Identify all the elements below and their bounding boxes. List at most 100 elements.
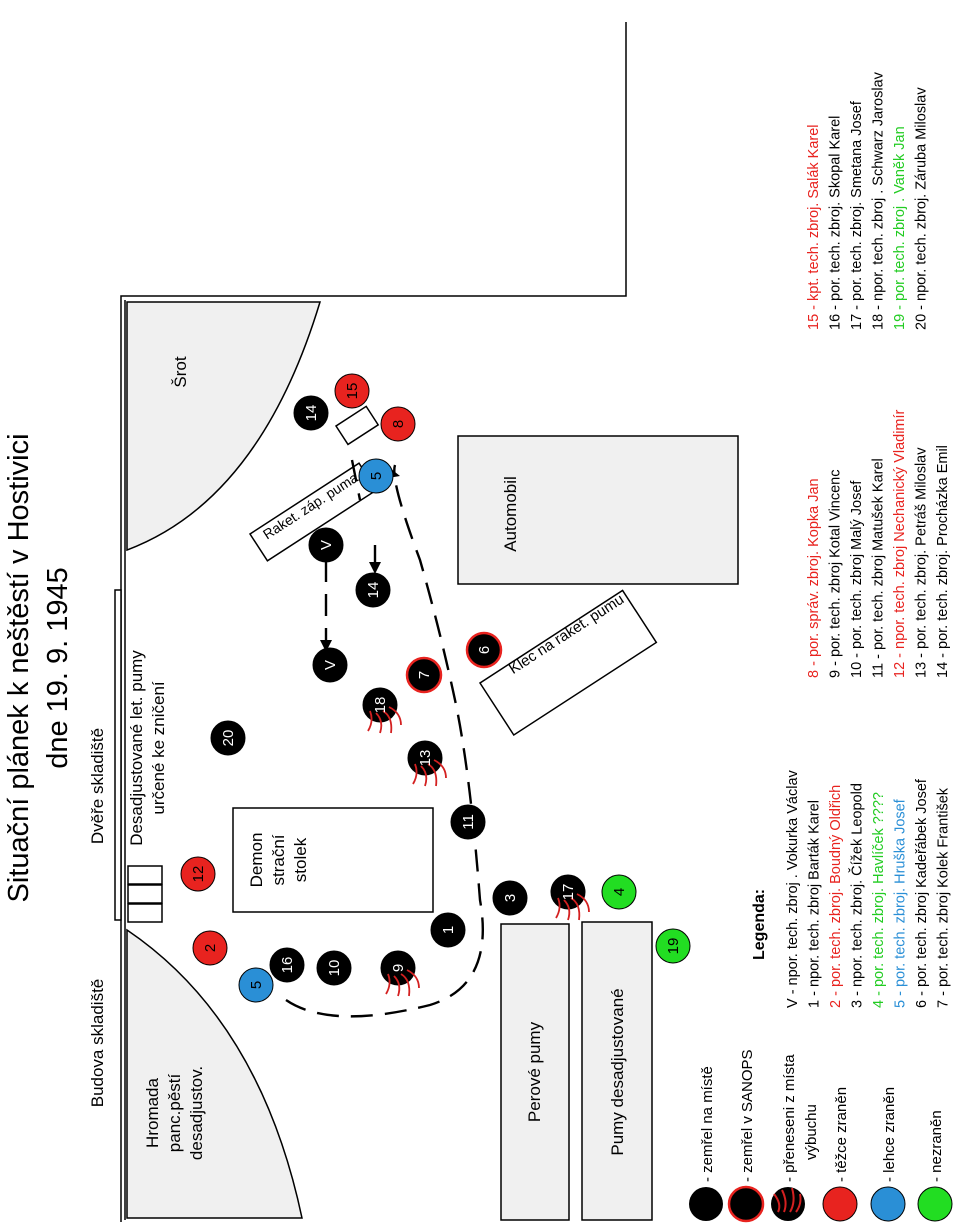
person-marker-8: 8 bbox=[380, 406, 416, 442]
label-pumy-des: Pumy desadjustované bbox=[608, 988, 627, 1155]
person-entry: 8 - por. správ. zbroj. Kopka Jan bbox=[806, 478, 822, 678]
marker-label: 5 bbox=[368, 472, 385, 480]
person-marker-Va: V bbox=[308, 527, 344, 563]
marker-label: 12 bbox=[190, 866, 207, 883]
person-list-3: 15 - kpt. tech. zbroj. Salák Karel 16 - p… bbox=[806, 71, 930, 330]
marker-dot bbox=[358, 458, 394, 494]
marker-dot bbox=[450, 804, 486, 840]
marker-dot bbox=[210, 720, 246, 756]
flame-icon bbox=[412, 759, 447, 787]
person-marker-7: 7 bbox=[405, 656, 443, 694]
key-symbol-carried bbox=[771, 1187, 805, 1221]
marker-label: 3 bbox=[502, 894, 519, 902]
label-desadj-1: Desadjustované let. pumy bbox=[127, 650, 146, 846]
walk-route bbox=[285, 464, 484, 1018]
person-marker-5a: 5 bbox=[238, 967, 274, 1003]
marker-label: V bbox=[322, 660, 339, 670]
marker-label: 2 bbox=[202, 944, 219, 952]
key-symbol-carried-dot bbox=[771, 1187, 805, 1221]
marker-label: 4 bbox=[611, 888, 628, 896]
person-list-2: 8 - por. správ. zbroj. Kopka Jan 9 - por.… bbox=[806, 409, 951, 678]
key-item-carried-2: výbuchu bbox=[803, 1104, 820, 1160]
person-entry: 18 - npor. tech. zbroj . Schwarz Jarosla… bbox=[871, 71, 887, 330]
key-item-dead: - zemřel na místě bbox=[699, 1066, 716, 1182]
person-entry: V - npor. tech. zbroj . Vokurka Václav bbox=[785, 769, 801, 1008]
key-symbol-light bbox=[870, 1186, 906, 1222]
marker-label: 16 bbox=[279, 957, 296, 974]
person-entry: 4 - por. tech. zbroj. Havlíček ???? bbox=[871, 792, 887, 1008]
marker-dot bbox=[316, 950, 352, 986]
label-demon-1: Demon bbox=[247, 833, 266, 888]
person-marker-19: 19 bbox=[655, 928, 691, 964]
door-frame bbox=[114, 589, 122, 921]
person-marker-1: 1 bbox=[430, 912, 466, 948]
key-symbol-hospital bbox=[727, 1185, 765, 1223]
rocket-bomb-tip bbox=[334, 405, 380, 446]
person-marker-15: 15 bbox=[334, 373, 370, 409]
person-entry: 11 - por. tech. zbroj Matušek Karel bbox=[871, 458, 887, 678]
marker-label: 9 bbox=[390, 964, 407, 972]
marker-label: 7 bbox=[416, 671, 433, 679]
key-symbol-unhurt bbox=[917, 1186, 953, 1222]
label-demon-3: stolek bbox=[291, 837, 310, 882]
marker-dot bbox=[355, 572, 391, 608]
person-entry: 19 - por. tech. zbroj . Vaněk Jan bbox=[892, 126, 908, 330]
marker-dot bbox=[405, 656, 443, 694]
person-marker-2: 2 bbox=[192, 930, 228, 966]
label-automobil: Automobil bbox=[501, 476, 520, 552]
person-entry: 16 - por. tech. zbroj. Skopal Karel bbox=[828, 116, 844, 330]
person-marker-17: 17 bbox=[550, 874, 590, 921]
person-entry: 6 - por. tech. zbroj Kadeřábek Josef bbox=[914, 778, 930, 1008]
marker-dot bbox=[430, 912, 466, 948]
person-marker-10: 10 bbox=[316, 950, 352, 986]
person-entry: 1 - npor. tech. zbroj Barták Karel bbox=[807, 800, 823, 1008]
label-hromada-2: panc.pěstí bbox=[165, 1074, 184, 1153]
pen-bombs-box bbox=[500, 923, 570, 1221]
marker-dot bbox=[180, 856, 216, 892]
person-marker-14a: 14 bbox=[293, 395, 329, 431]
marker-dot bbox=[601, 874, 637, 910]
person-entry: 7 - por. tech. zbroj Kolek František bbox=[936, 787, 952, 1008]
marker-label: 14 bbox=[303, 405, 320, 422]
person-marker-13: 13 bbox=[407, 740, 447, 787]
key-item-unhurt: - nezraněn bbox=[928, 1110, 945, 1182]
undisarmed-bombs-box bbox=[581, 921, 653, 1221]
person-marker-16: 16 bbox=[269, 947, 305, 983]
key-title: Legenda: bbox=[751, 889, 768, 960]
title-line-1: Situační plánek k neštěstí v Hostivici bbox=[3, 433, 35, 902]
person-entry: 2 - por. tech. zbroj. Boudný Oldřich bbox=[828, 785, 844, 1008]
bomb-box-3 bbox=[127, 903, 163, 923]
marker-dot bbox=[293, 395, 329, 431]
heap-shape bbox=[126, 928, 303, 1219]
label-hromada-1: Hromada bbox=[143, 1077, 162, 1147]
marker-dot bbox=[492, 880, 528, 916]
label-desadj-2: určené ke zničení bbox=[149, 681, 168, 815]
person-marker-18: 18 bbox=[362, 687, 402, 734]
flame-icon bbox=[555, 893, 590, 921]
person-marker-Vb: V bbox=[312, 647, 348, 683]
marker-dot bbox=[655, 928, 691, 964]
person-marker-20: 20 bbox=[210, 720, 246, 756]
marker-label: 5 bbox=[248, 981, 265, 989]
person-marker-14b: 14 bbox=[355, 572, 391, 608]
person-entry: 12 - npor. tech. zbroj Nechanický Vladim… bbox=[892, 409, 908, 678]
marker-label: 1 bbox=[440, 926, 457, 934]
marker-label: 13 bbox=[417, 750, 434, 767]
marker-dot bbox=[308, 527, 344, 563]
person-entry: 13 - por. tech. zbroj. Petráš Miloslav bbox=[914, 447, 930, 678]
label-dvere: Dvěře skladiště bbox=[88, 728, 107, 844]
marker-dot bbox=[312, 647, 348, 683]
marker-label: 10 bbox=[326, 960, 343, 977]
person-entry: 20 - npor. tech. zbroj. Záruba Miloslav bbox=[914, 87, 930, 330]
person-entry: 9 - por. tech. zbroj Kotal Vincenc bbox=[828, 470, 844, 679]
flame-icon bbox=[367, 706, 402, 734]
flame-icon bbox=[385, 969, 420, 997]
flame-icon bbox=[773, 1187, 802, 1213]
marker-label: 18 bbox=[372, 697, 389, 714]
marker-dot bbox=[238, 967, 274, 1003]
person-marker-3: 3 bbox=[492, 880, 528, 916]
label-budova: Budova skladiště bbox=[88, 979, 107, 1108]
person-entry: 15 - kpt. tech. zbroj. Salák Karel bbox=[806, 124, 822, 330]
route-raket-top bbox=[350, 459, 362, 501]
